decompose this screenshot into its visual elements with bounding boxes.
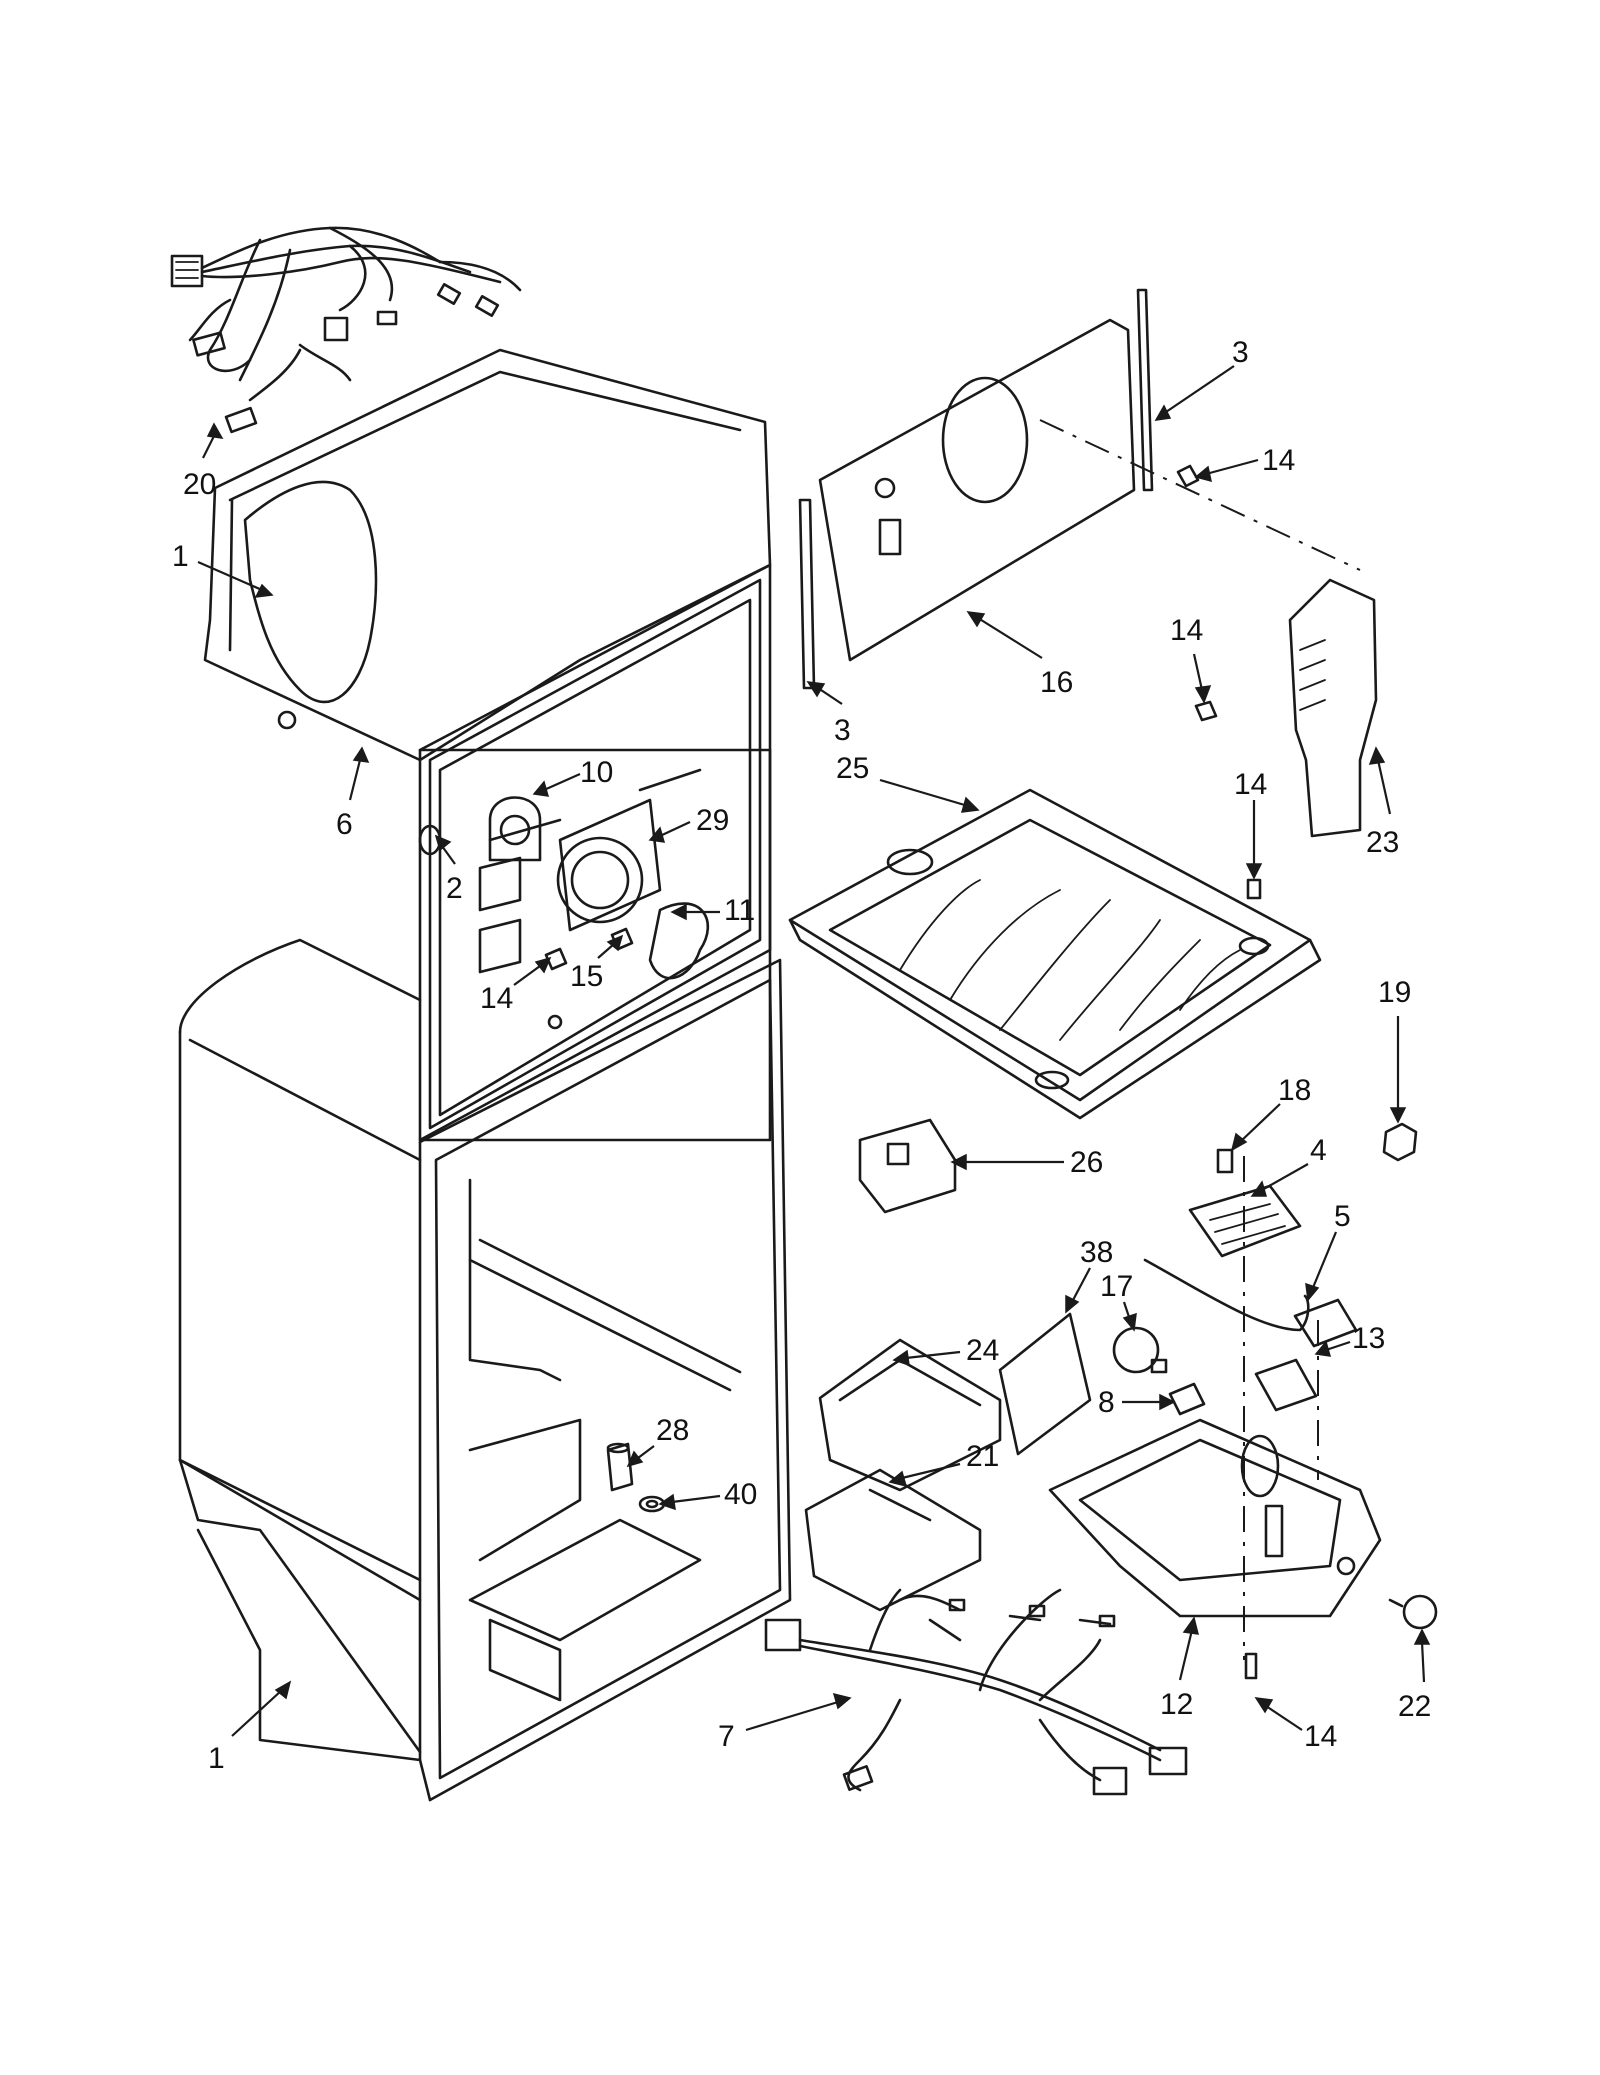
part-12-light-housing bbox=[1048, 1418, 1382, 1618]
part-21-air-duct bbox=[804, 1468, 982, 1612]
part-13-switch bbox=[1254, 1358, 1318, 1412]
callout-20: 20 bbox=[183, 468, 216, 501]
callout-21: 21 bbox=[966, 1440, 999, 1473]
part-22-control-knob bbox=[1388, 1594, 1438, 1630]
callout-5: 5 bbox=[1334, 1200, 1351, 1233]
callout-4: 4 bbox=[1310, 1134, 1327, 1167]
callout-23: 23 bbox=[1366, 826, 1399, 859]
part-13-cover-plate bbox=[1293, 1298, 1358, 1348]
callout-19: 19 bbox=[1378, 976, 1411, 1009]
part-18-screw bbox=[1216, 1148, 1234, 1174]
callout-38: 38 bbox=[1080, 1236, 1113, 1269]
callout-16: 16 bbox=[1040, 666, 1073, 699]
callout-3-bottom: 3 bbox=[834, 714, 851, 747]
part-38-insulation-pad bbox=[998, 1312, 1092, 1456]
part-19-clip bbox=[1382, 1122, 1418, 1162]
part-14-screw-e bbox=[1244, 1652, 1258, 1680]
part-3-gasket-strip-right bbox=[1136, 288, 1154, 492]
part-28-drain-tube bbox=[606, 1442, 634, 1492]
callout-14-b: 14 bbox=[1262, 444, 1295, 477]
callout-3-top: 3 bbox=[1232, 336, 1249, 369]
callout-6: 6 bbox=[336, 808, 353, 841]
callout-15: 15 bbox=[570, 960, 603, 993]
part-1-freezer-liner bbox=[203, 348, 772, 1142]
part-14-screw-c bbox=[1194, 700, 1218, 722]
part-29-mounting-bracket bbox=[558, 798, 662, 932]
callout-40: 40 bbox=[724, 1478, 757, 1511]
part-1-fresh-food-liner bbox=[178, 938, 792, 1802]
callout-14-e: 14 bbox=[1304, 1720, 1337, 1753]
part-5-capillary-tube bbox=[1143, 1258, 1310, 1332]
callout-10: 10 bbox=[580, 756, 613, 789]
part-2-lamp-sockets bbox=[418, 824, 522, 974]
part-14-screw-a bbox=[544, 947, 568, 971]
part-14-screw-d bbox=[1246, 878, 1262, 900]
part-26-damper-control bbox=[858, 1118, 957, 1214]
callout-29: 29 bbox=[696, 804, 729, 837]
part-8-light-socket bbox=[1168, 1382, 1206, 1416]
callout-labels: 20 1 6 10 29 2 11 15 14 3 14 16 3 14 23 … bbox=[172, 336, 1431, 1775]
callout-11: 11 bbox=[724, 894, 755, 927]
part-25-shelf-pan bbox=[788, 788, 1322, 1120]
leader-lines bbox=[197, 365, 1431, 1737]
assembly-line-panel bbox=[1039, 419, 1361, 571]
callout-12: 12 bbox=[1160, 1688, 1193, 1721]
callout-24: 24 bbox=[966, 1334, 999, 1367]
callout-14-d: 14 bbox=[1234, 768, 1267, 801]
callout-2: 2 bbox=[446, 872, 463, 905]
callout-26: 26 bbox=[1070, 1146, 1103, 1179]
part-3-gasket-strip-left bbox=[798, 498, 816, 690]
callout-17: 17 bbox=[1100, 1270, 1133, 1303]
callout-22: 22 bbox=[1398, 1690, 1431, 1723]
callout-1-bottom: 1 bbox=[208, 1742, 225, 1775]
callout-14-c: 14 bbox=[1170, 614, 1203, 647]
callout-18: 18 bbox=[1278, 1074, 1311, 1107]
part-14-screw-b bbox=[1176, 464, 1200, 488]
part-17-light-bulb bbox=[1112, 1326, 1168, 1374]
part-23-air-diffuser bbox=[1288, 578, 1378, 838]
callout-25: 25 bbox=[836, 752, 869, 785]
part-10-thermostat-control bbox=[488, 796, 542, 862]
part-7-wire-harness bbox=[764, 1588, 1188, 1796]
part-20-wire-harness bbox=[170, 226, 522, 434]
callout-7: 7 bbox=[718, 1720, 735, 1753]
callout-14-a: 14 bbox=[480, 982, 513, 1015]
callout-28: 28 bbox=[656, 1414, 689, 1447]
part-11-fan-blade bbox=[648, 902, 710, 980]
callout-1-top: 1 bbox=[172, 540, 189, 573]
callout-8: 8 bbox=[1098, 1386, 1115, 1419]
callout-13: 13 bbox=[1352, 1322, 1385, 1355]
part-16-divider-panel bbox=[818, 318, 1136, 662]
